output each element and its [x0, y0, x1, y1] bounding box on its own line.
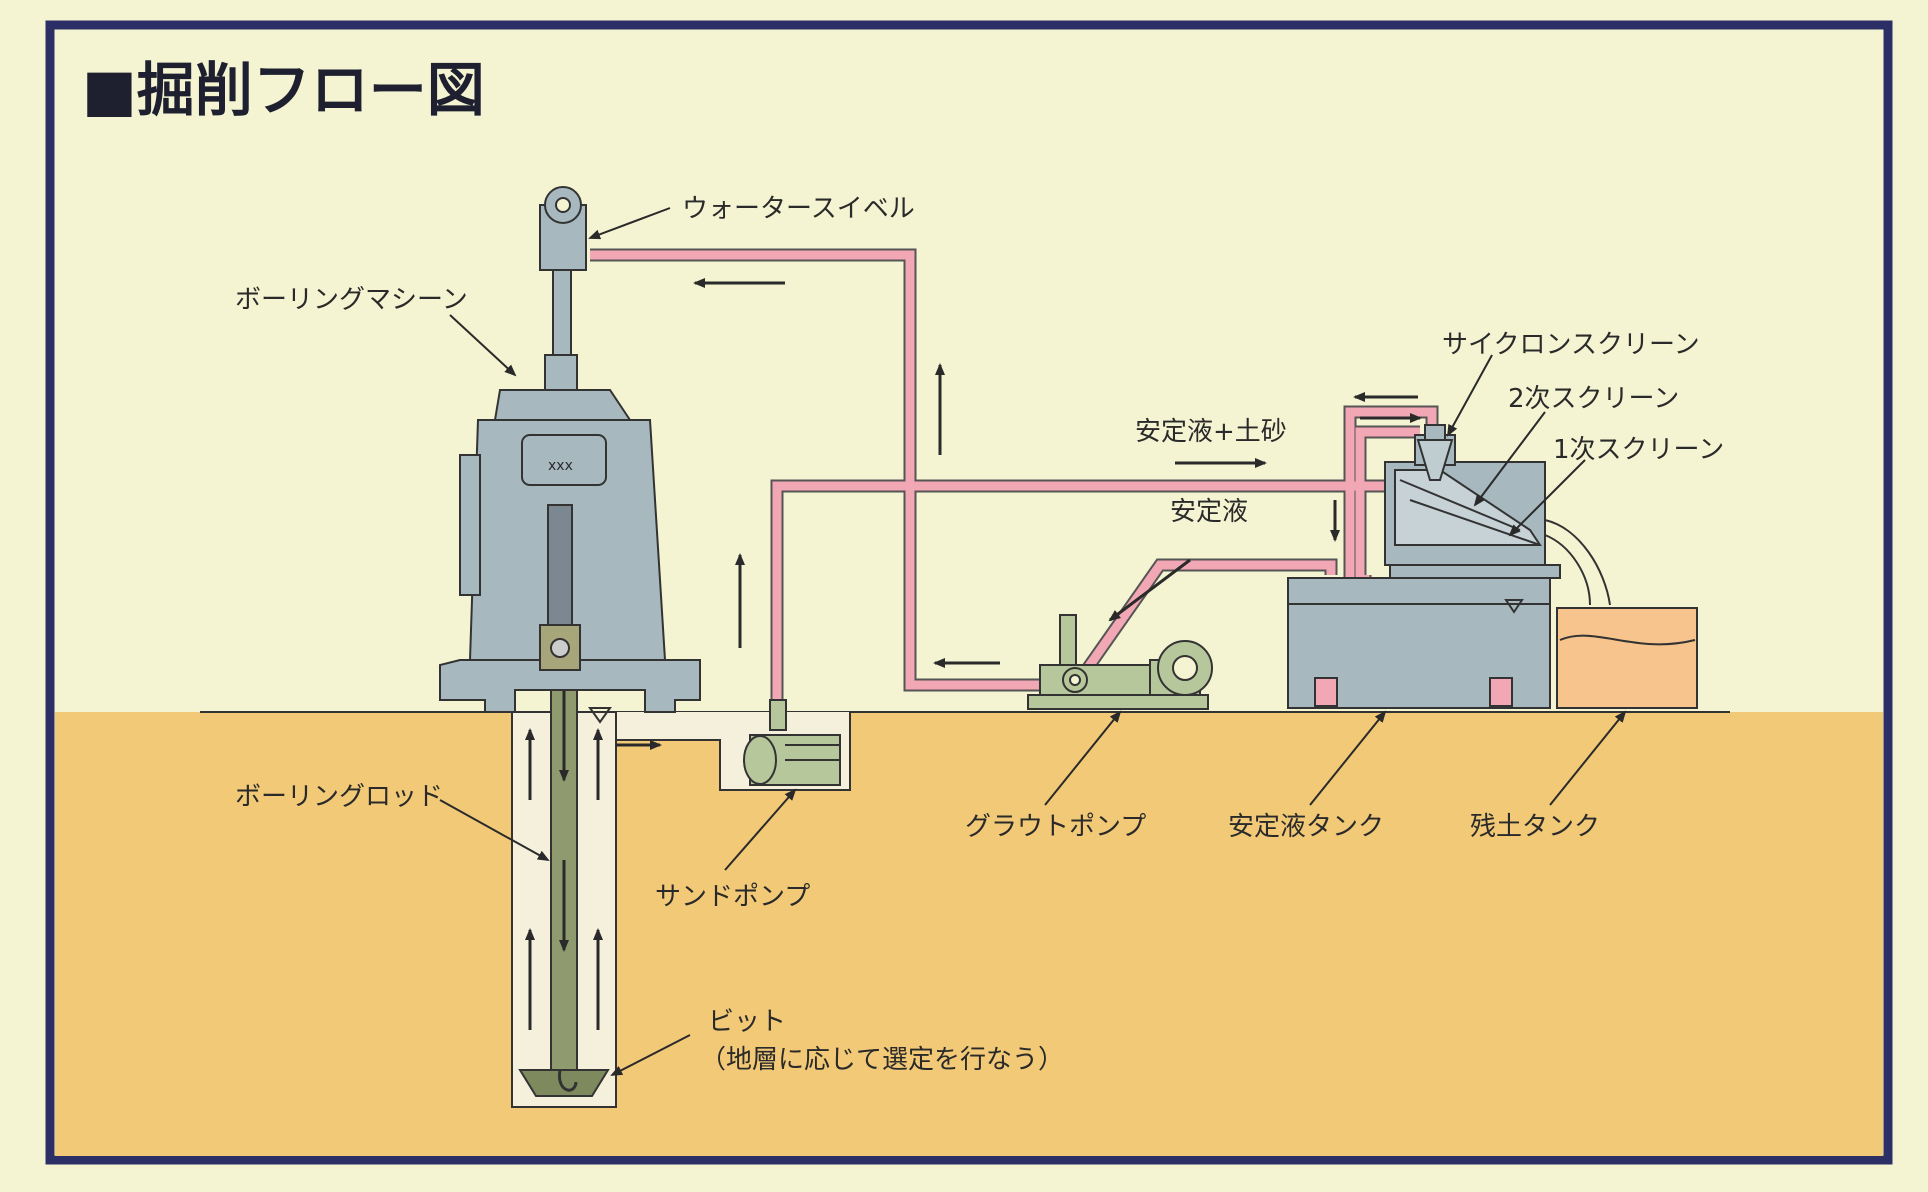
- fluid-tank-label: 安定液タンク: [1228, 812, 1384, 842]
- fluid-tank: [1287, 577, 1551, 709]
- grout-pump-label: グラウトポンプ: [965, 812, 1146, 842]
- soil-tank-label: 残土タンク: [1470, 812, 1600, 842]
- screens: [1384, 424, 1561, 579]
- diagram-title: ■掘削フロー図: [82, 56, 485, 124]
- secondary-screen-label: 2次スクリーン: [1508, 384, 1679, 414]
- boring-machine-label: ボーリングマシーン: [235, 285, 468, 315]
- cyclone-screen-label: サイクロンスクリーン: [1442, 330, 1700, 360]
- ground: [55, 712, 1883, 1156]
- bit-note-label: （地層に応じて選定を行なう）: [700, 1045, 1064, 1075]
- bit-label: ビット: [708, 1007, 786, 1037]
- sand-pump-label: サンドポンプ: [655, 882, 810, 912]
- water-swivel-label: ウォータースイベル: [682, 194, 915, 224]
- slurry-with-soil-label: 安定液+土砂: [1135, 417, 1287, 447]
- leader-lines: [439, 207, 1627, 1076]
- primary-screen-label: 1次スクリーン: [1553, 435, 1724, 465]
- stabilizing-fluid-label: 安定液: [1170, 497, 1248, 527]
- boring-machine: xxx: [439, 186, 701, 713]
- grout-pump: [1027, 614, 1213, 710]
- sand-pump: [743, 699, 841, 786]
- machine-plate-text: xxx: [548, 458, 573, 474]
- borehole-flow-arrows: [525, 690, 662, 1030]
- soil-tank: [1544, 519, 1698, 709]
- boring-rod-label: ボーリングロッド: [235, 782, 443, 812]
